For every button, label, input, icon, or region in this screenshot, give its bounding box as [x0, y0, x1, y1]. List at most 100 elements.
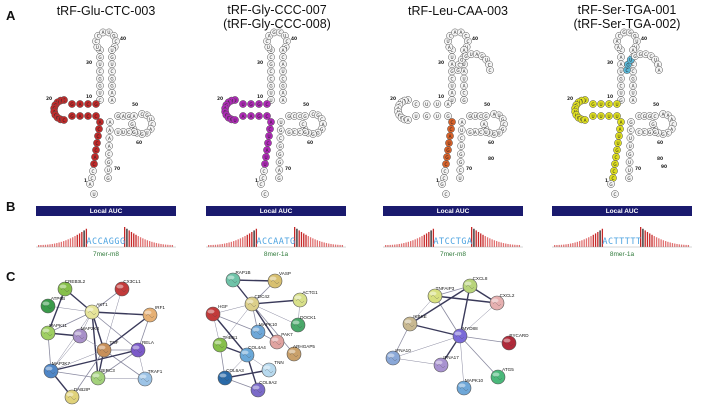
- nucleotide: [231, 116, 239, 124]
- network-edge: [251, 303, 295, 355]
- nucleotide-letter: U: [269, 91, 272, 96]
- auc-bar: [590, 236, 592, 247]
- network-node: MAPK10: [250, 322, 278, 340]
- network-node-circle: [267, 273, 283, 289]
- nucleotide-letter: G: [651, 122, 654, 127]
- nucleotide: [263, 112, 271, 120]
- nucleotide-letter: A: [79, 102, 82, 107]
- auc-bar: [556, 244, 558, 247]
- nucleotide: [444, 100, 452, 108]
- position-number: 90: [661, 164, 667, 170]
- nucleotide-letter: A: [657, 62, 660, 67]
- network-node-highlight: [458, 383, 466, 388]
- nucleotide-letter: C: [93, 162, 96, 167]
- auc-bar: [405, 242, 407, 247]
- nucleotide-letter: A: [242, 114, 245, 119]
- auc-bar: [316, 240, 319, 247]
- network-node-highlight: [92, 373, 100, 378]
- nucleotide-letter: G: [257, 102, 260, 107]
- nucleotide-letter: G: [459, 152, 462, 157]
- position-number: 70: [466, 166, 472, 172]
- position-number: 60: [136, 140, 142, 146]
- nucleotide: [275, 158, 284, 166]
- auc-bar: [246, 234, 248, 247]
- auc-bar: [137, 236, 139, 247]
- auc-bar: [396, 244, 398, 247]
- nucleotide-letter: U: [619, 91, 622, 96]
- structure-title-4: tRF-Ser-TGA-001: [578, 3, 677, 17]
- local-auc-header: [552, 206, 692, 216]
- nucleotide-letter: G: [468, 114, 471, 119]
- nucleotide: [247, 112, 255, 120]
- network-node-label: MAP3K7: [52, 361, 71, 366]
- network-node-structure: [289, 353, 299, 357]
- nucleotide-letter: C: [654, 114, 657, 119]
- nucleotide-letter: G: [316, 130, 319, 135]
- nucleotide-letter: G: [287, 130, 290, 135]
- network-node-label: IFNA17: [443, 355, 459, 360]
- nucleotide-letter: C: [270, 76, 273, 81]
- nucleotide: [108, 96, 116, 104]
- nucleotide-letter: A: [620, 55, 623, 60]
- auc-bar: [330, 243, 332, 247]
- network-node-structure: [67, 396, 77, 400]
- nucleotide-letter: C: [141, 112, 144, 117]
- auc-bar: [425, 233, 428, 247]
- network-node-label: HGF: [218, 304, 228, 309]
- panel-a-titles: tRF-Glu-CTC-003 tRF-Gly-CCC-007 (tRF-Gly…: [57, 3, 681, 31]
- auc-bar: [491, 239, 493, 247]
- network-node-circle: [269, 334, 285, 350]
- nucleotide-letter: U: [629, 58, 632, 63]
- network-node-highlight: [435, 360, 443, 365]
- nucleotide-letter: A: [111, 98, 114, 103]
- network-edge: [97, 349, 139, 379]
- nucleotide-letter: C: [63, 118, 66, 123]
- network-edge: [251, 299, 301, 305]
- auc-bar: [665, 241, 667, 247]
- nucleotide-letter: A: [493, 112, 496, 117]
- network-node-highlight: [45, 366, 53, 371]
- nucleotide-letter: U: [628, 160, 631, 165]
- nucleotide-letter: U: [149, 117, 152, 122]
- network-node-highlight: [66, 392, 74, 397]
- position-number: 40: [120, 36, 126, 42]
- nucleotide: [589, 100, 597, 108]
- nucleotide-letter: U: [607, 114, 610, 119]
- auc-bar: [658, 238, 660, 247]
- network-node-circle: [84, 304, 100, 320]
- network-node-highlight: [42, 328, 50, 333]
- nucleotide-letter: A: [449, 134, 452, 139]
- nucleotide-letter: G: [460, 58, 463, 63]
- network-node-structure: [140, 378, 150, 382]
- auc-bar: [332, 244, 334, 247]
- nucleotide-letter: C: [91, 176, 94, 181]
- nucleotide-letter: A: [111, 91, 114, 96]
- nucleotide: [605, 100, 613, 108]
- auc-bar: [235, 240, 237, 247]
- network-node: MAPK10: [456, 378, 484, 396]
- auc-bar: [242, 237, 244, 247]
- network-node-structure: [272, 341, 282, 345]
- auc-bar: [40, 244, 42, 247]
- nucleotide: [239, 112, 247, 120]
- nucleotide-letter: G: [94, 102, 97, 107]
- nucleotide: [255, 112, 263, 120]
- nucleotide: [412, 100, 420, 108]
- position-number: 80: [488, 156, 494, 162]
- auc-bar: [640, 227, 642, 247]
- nucleotide: [255, 100, 263, 108]
- auc-bar: [428, 231, 430, 247]
- nucleotide: [276, 142, 284, 150]
- nucleotide-letter: C: [615, 155, 618, 160]
- auc-bar: [162, 244, 164, 247]
- network-node-structure: [405, 323, 415, 327]
- network-node-structure: [208, 313, 218, 317]
- network-edge: [392, 335, 461, 359]
- nucleotide-letter: U: [267, 134, 270, 139]
- nucleotide: [457, 134, 466, 142]
- nucleotide-letter: U: [599, 114, 602, 119]
- nucleotide: [60, 116, 68, 124]
- network-node-highlight: [387, 353, 395, 358]
- nucleotide: [626, 142, 634, 150]
